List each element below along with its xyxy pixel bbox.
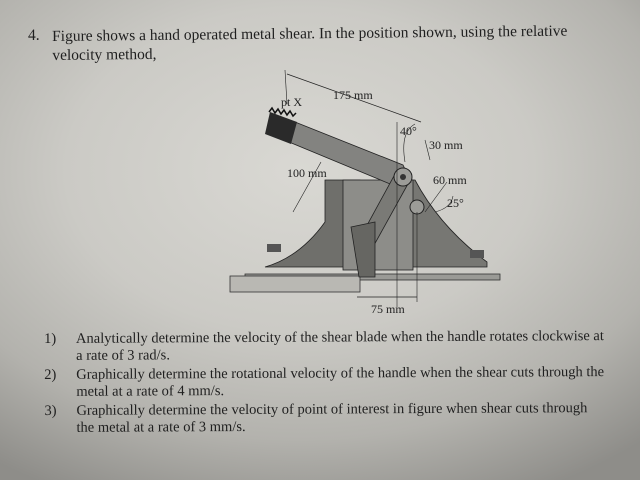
label-pt-x: pt X xyxy=(281,95,302,109)
question-text: Figure shows a hand operated metal shear… xyxy=(52,22,568,64)
metal-bar xyxy=(229,275,361,293)
task-text-2: Graphically determine the rotational vel… xyxy=(76,364,605,400)
task-number-3: 3) xyxy=(44,402,57,419)
handle-grip xyxy=(265,112,297,144)
label-60mm: 60 mm xyxy=(433,173,467,187)
angle-arc-25 xyxy=(434,195,454,213)
task-item-3: 3) Graphically determine the velocity of… xyxy=(44,400,604,436)
shear-blade xyxy=(350,221,376,278)
question-number: 4. xyxy=(28,27,40,44)
label-25deg: 25° xyxy=(447,196,464,210)
dim-line-60 xyxy=(424,181,448,213)
task-text-3: Graphically determine the velocity of po… xyxy=(76,400,588,436)
grip-teeth xyxy=(268,106,297,118)
right-foot xyxy=(470,250,484,258)
angle-arc-40 xyxy=(403,123,416,163)
left-foot xyxy=(267,244,281,252)
label-40deg: 40° xyxy=(400,124,417,138)
pivot-pin-top-center xyxy=(400,174,406,180)
dim-line-30 xyxy=(424,139,431,161)
task-number-2: 2) xyxy=(44,366,57,383)
dim-line-175 xyxy=(286,73,422,123)
label-75mm: 75 mm xyxy=(371,302,405,316)
task-list: 1) Analytically determine the velocity o… xyxy=(44,328,605,439)
label-100mm: 100 mm xyxy=(287,166,327,180)
task-number-1: 1) xyxy=(44,330,57,347)
pivot-pin-right xyxy=(409,199,425,215)
metal-shear-drawing xyxy=(229,69,501,307)
label-30mm: 30 mm xyxy=(429,138,463,152)
ext-line-ptx xyxy=(284,69,288,105)
metal-shear-figure: pt X 175 mm 40° 30 mm 100 mm 60 mm 25° 7… xyxy=(225,62,525,322)
dim-line-100 xyxy=(292,161,322,213)
label-175mm: 175 mm xyxy=(333,88,373,102)
task-text-1: Analytically determine the velocity of t… xyxy=(75,328,604,364)
left-bracket xyxy=(264,179,361,268)
task-item-1: 1) Analytically determine the velocity o… xyxy=(44,328,604,364)
task-item-2: 2) Graphically determine the rotational … xyxy=(44,364,604,400)
